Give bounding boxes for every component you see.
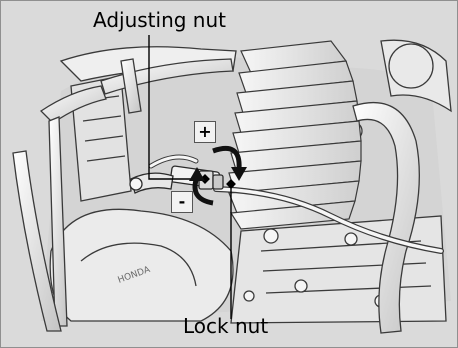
minus-sign-label: - [171,191,193,213]
lock-nut-label: Lock nut [183,316,268,336]
plus-sign-label: + [194,121,216,143]
adjusting-nut-label: Adjusting nut [93,10,226,30]
